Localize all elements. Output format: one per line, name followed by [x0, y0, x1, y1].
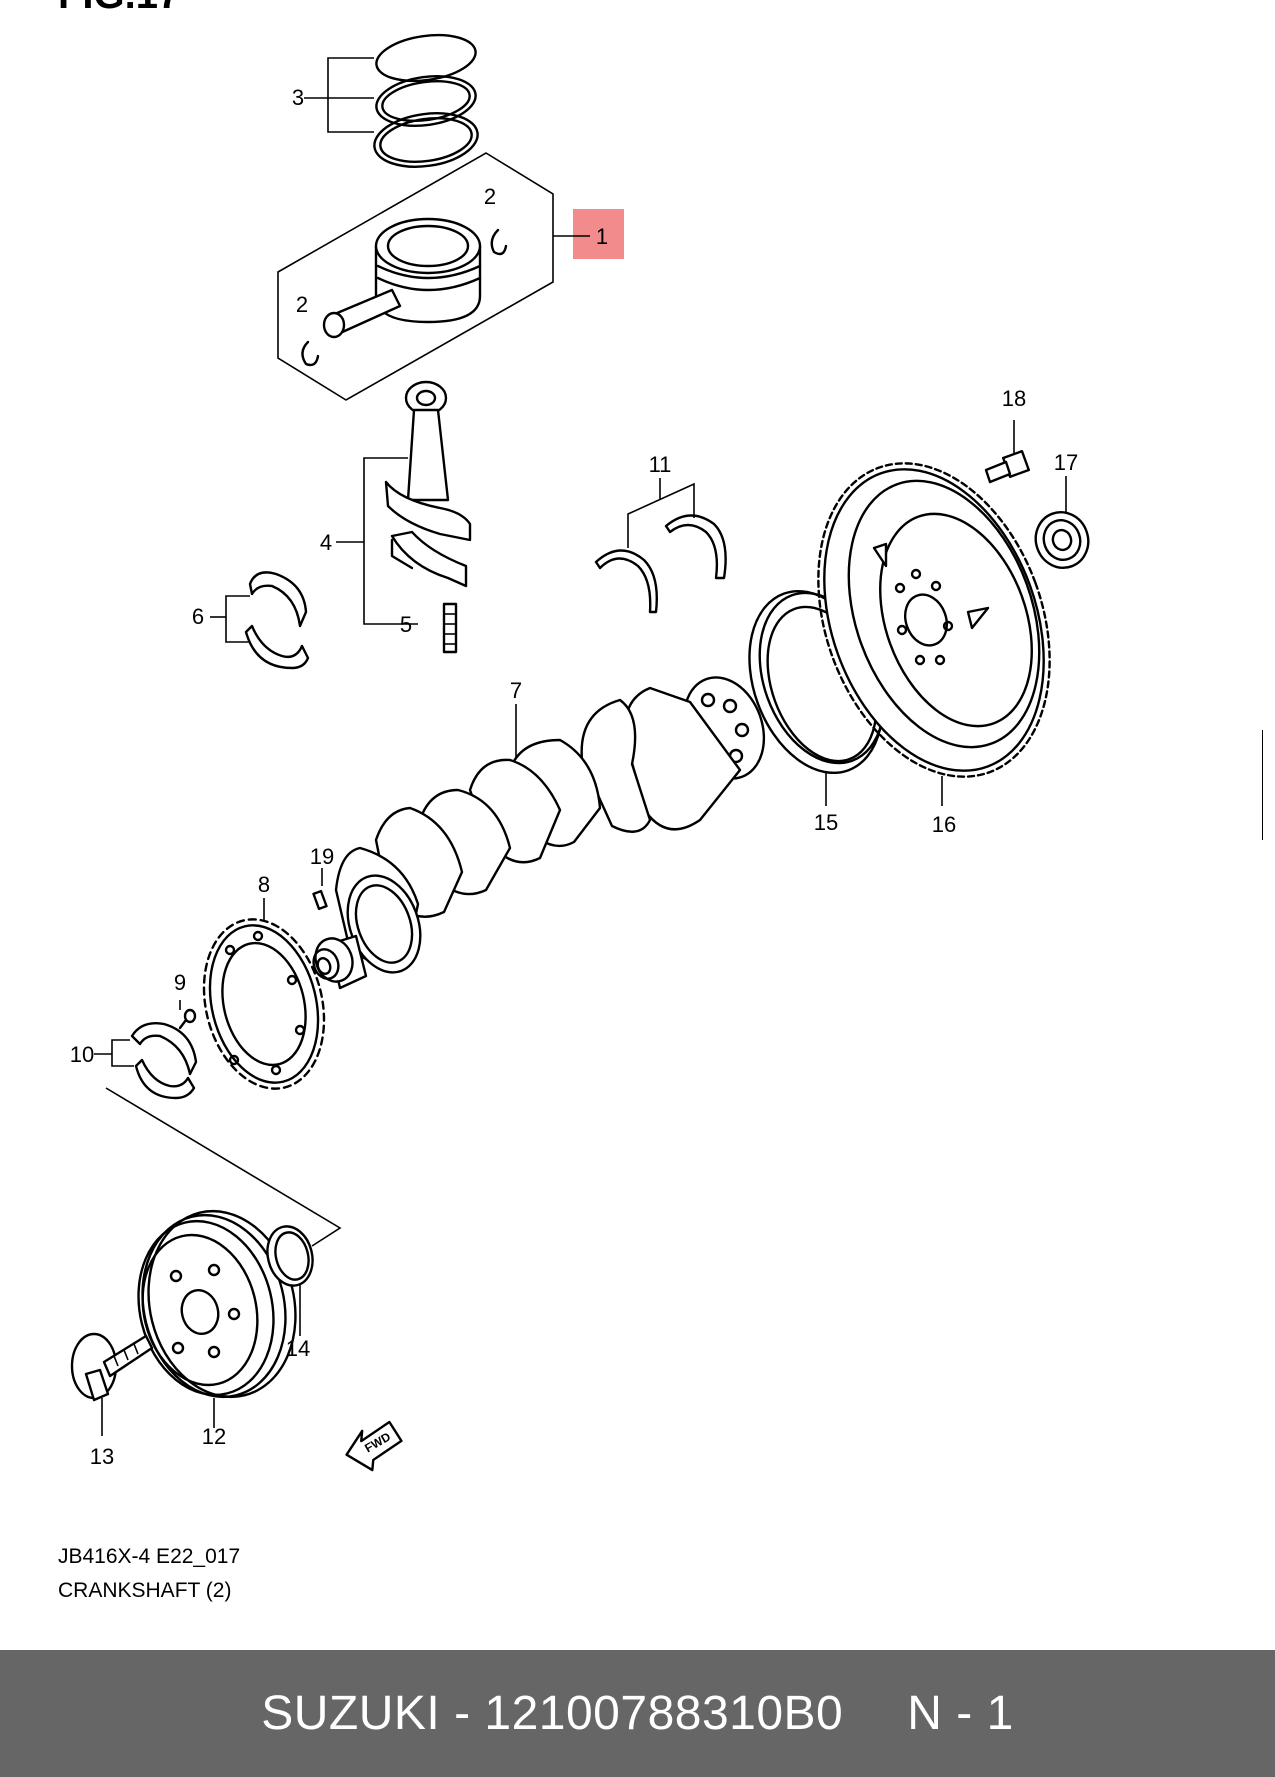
crank-pulley: [137, 1209, 297, 1428]
figure-code: JB416X-4 E22_017: [58, 1545, 241, 1568]
callout-7: 7: [510, 678, 522, 703]
exploded-parts-diagram: FIG.17: [58, 0, 1090, 1472]
footer-ref: N - 1: [907, 1687, 1014, 1740]
figure-title: FIG.17: [58, 0, 180, 17]
callout-2b: 2: [296, 292, 308, 317]
crankshaft: [312, 676, 766, 990]
callout-16: 16: [932, 812, 956, 837]
callout-13: 13: [90, 1444, 114, 1469]
callout-14: 14: [286, 1336, 310, 1361]
pilot-bearing: [1034, 476, 1090, 569]
fwd-arrow: FWD: [345, 1420, 403, 1472]
callout-5: 5: [400, 612, 412, 637]
footer-part-number: SUZUKI - 12100788310B0: [261, 1687, 844, 1740]
callout-15: 15: [814, 810, 838, 835]
callout-8: 8: [258, 872, 270, 897]
callout-17: 17: [1054, 450, 1078, 475]
conrod-bearings: [210, 571, 310, 670]
piston-assembly: [277, 152, 624, 401]
piston-rings: [304, 33, 479, 168]
figure-name: CRANKSHAFT (2): [58, 1579, 232, 1602]
callout-6: 6: [192, 604, 204, 629]
woodruff-key: [312, 868, 328, 911]
callout-19: 19: [310, 844, 334, 869]
callout-3: 3: [292, 85, 304, 110]
figure-caption: JB416X-4 E22_017 CRANKSHAFT (2): [58, 1540, 240, 1608]
edge-mark: [1262, 730, 1263, 840]
flywheel-bolt: [984, 420, 1031, 484]
front-oil-seal: [266, 1225, 314, 1336]
callout-4: 4: [320, 530, 332, 555]
pulley-bolt: [70, 1332, 154, 1436]
callout-2a: 2: [484, 184, 496, 209]
callout-9: 9: [174, 970, 186, 995]
sensor-screw: [178, 1000, 197, 1030]
highlight-box: [573, 209, 624, 259]
callout-12: 12: [202, 1424, 226, 1449]
callout-1: 1: [596, 224, 608, 249]
callout-18: 18: [1002, 386, 1026, 411]
main-bearings: [94, 1022, 342, 1247]
callout-labels: 1 2 2 3 4 5 6 7 8 9 10 11 12 13 14 15 16…: [70, 85, 1078, 1469]
footer-bar: SUZUKI - 12100788310B0 N - 1: [0, 1650, 1275, 1777]
connecting-rod: [336, 380, 472, 654]
callout-10: 10: [70, 1042, 94, 1067]
sensor-plate: [202, 898, 326, 1090]
flywheel: [817, 462, 1051, 806]
thrust-washers: [594, 478, 727, 614]
callout-11: 11: [649, 452, 672, 477]
